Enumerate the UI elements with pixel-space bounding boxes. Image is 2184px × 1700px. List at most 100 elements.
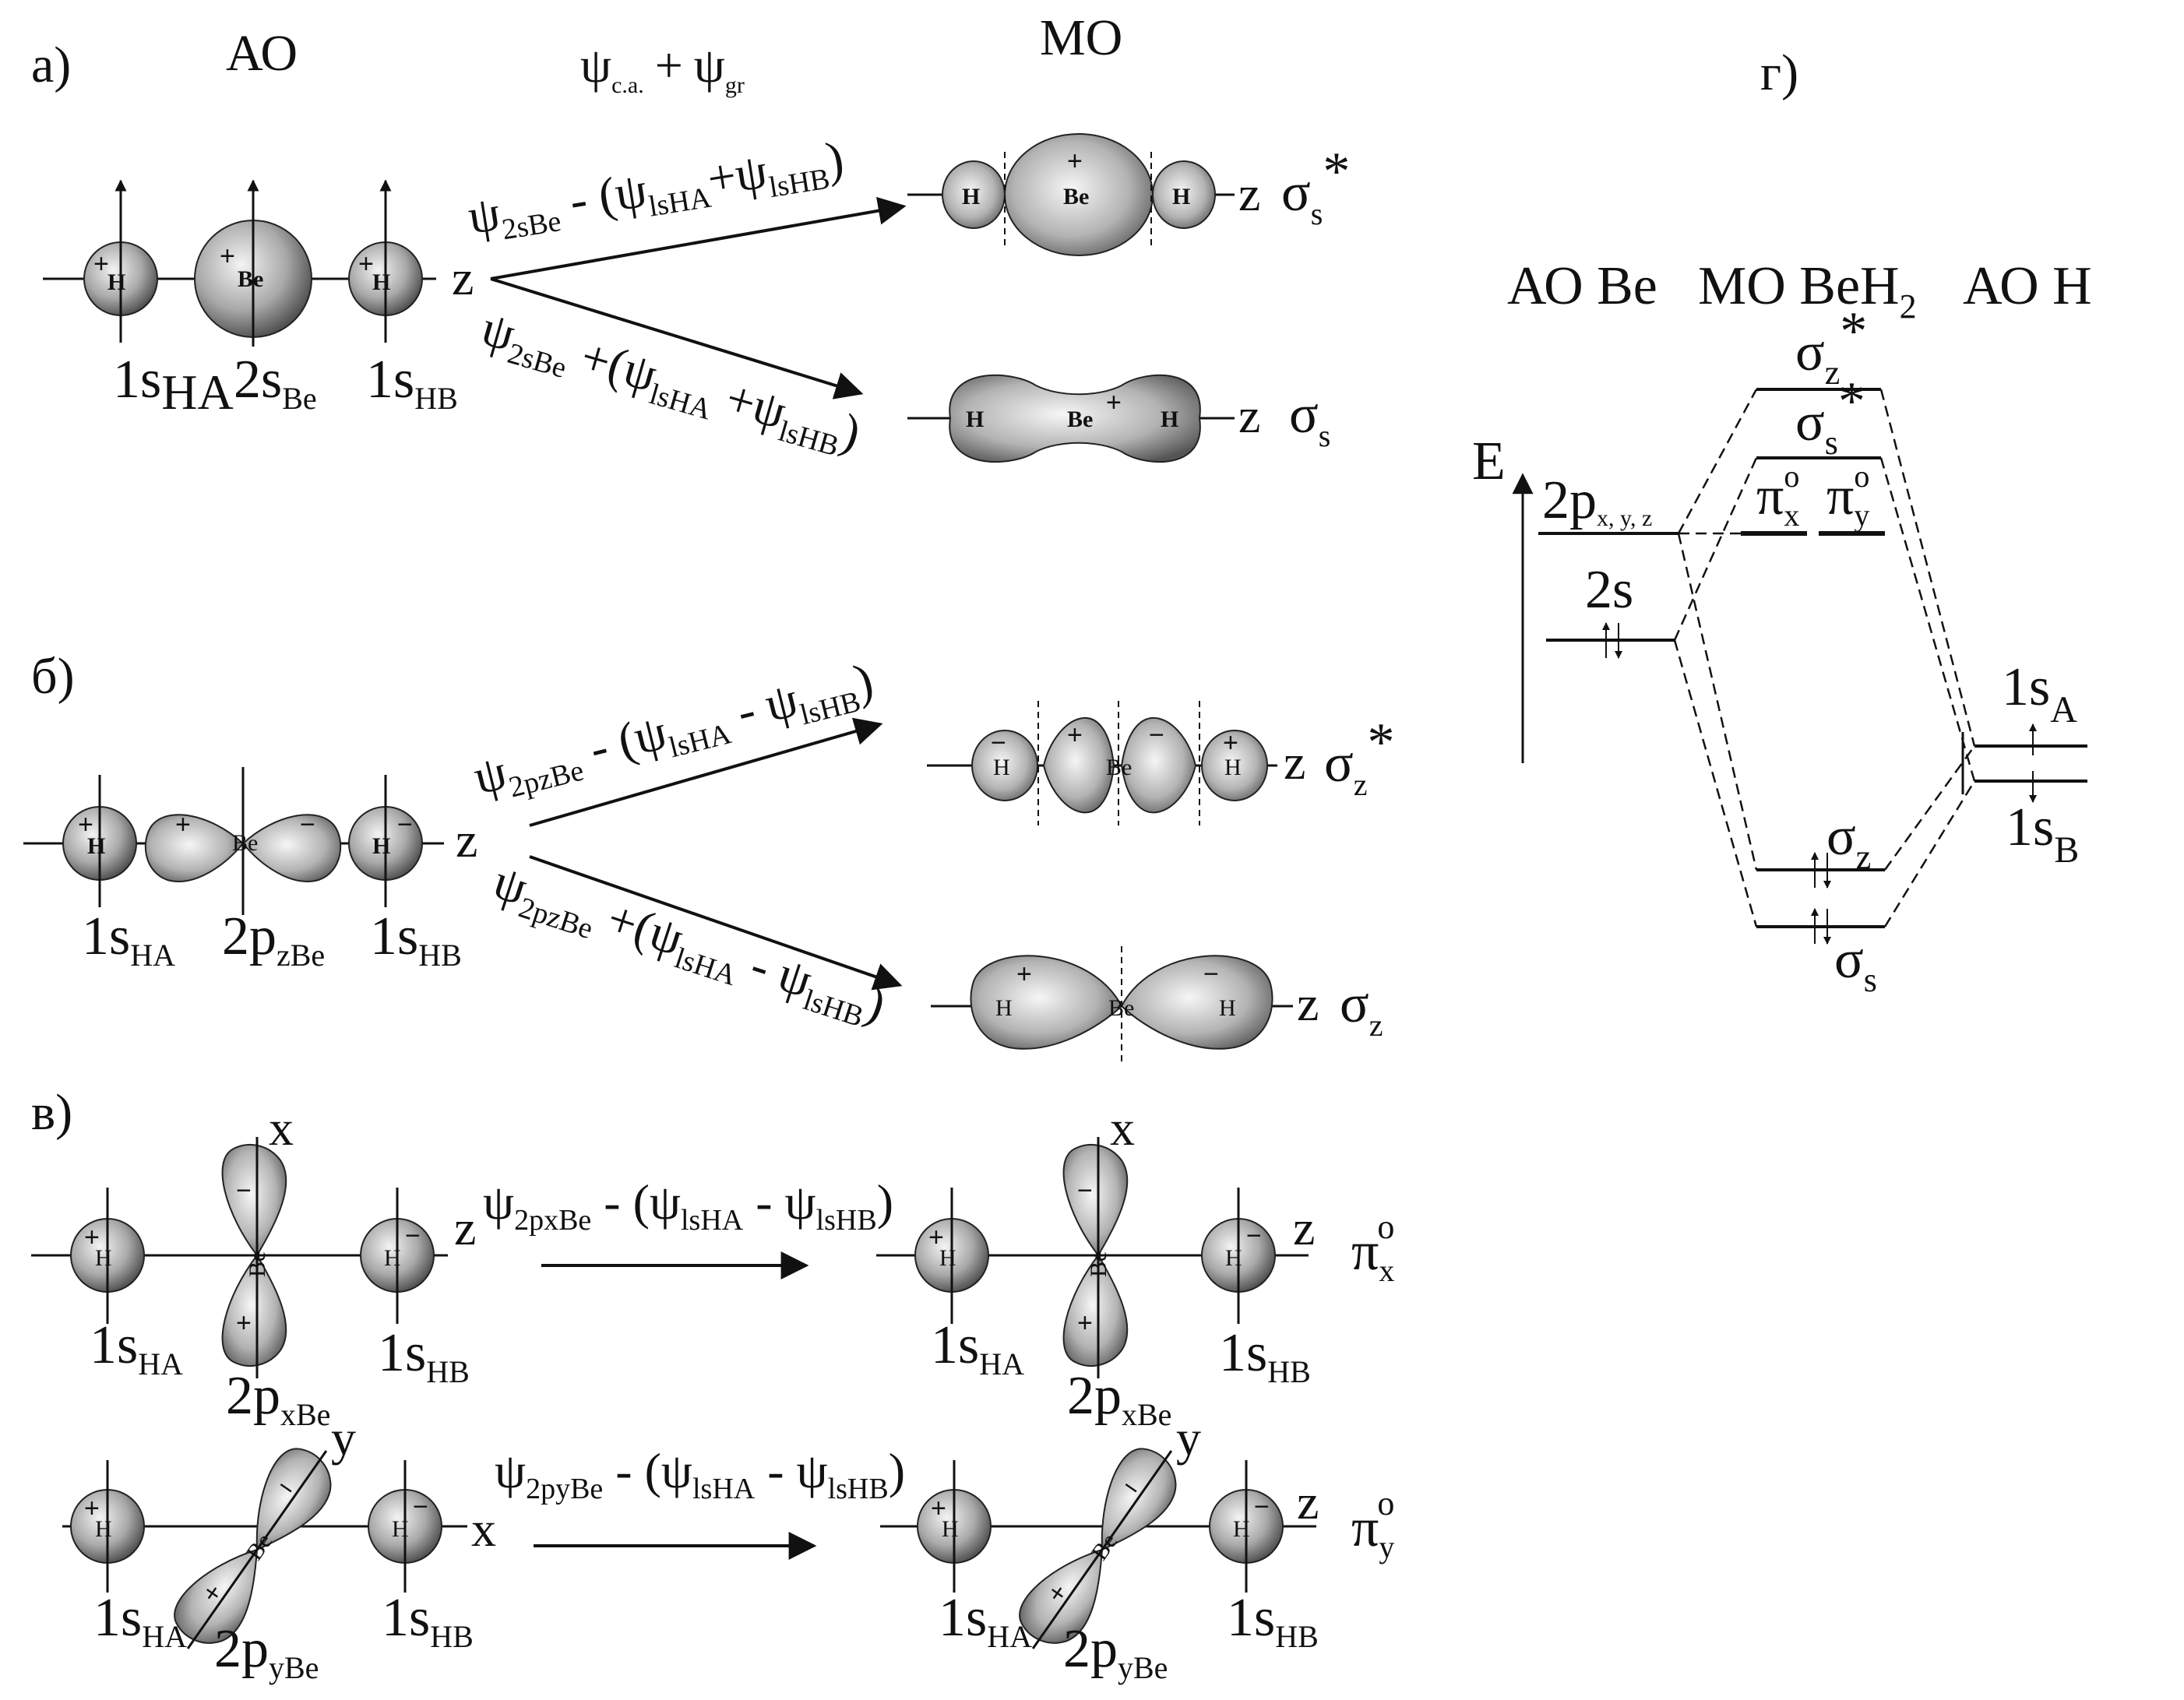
svg-text:+: + — [220, 241, 235, 271]
svg-text:H: H — [1225, 1245, 1242, 1271]
svg-text:z: z — [1238, 388, 1260, 443]
panel-b-letter: б) — [31, 648, 75, 705]
label-be-2s: 2s — [1585, 560, 1633, 620]
svg-text:+: + — [928, 1223, 944, 1252]
svg-text:Be: Be — [1063, 184, 1089, 209]
svg-text:+: + — [1223, 728, 1238, 758]
label-1s-hb: 1sHB — [366, 350, 458, 416]
mo-sigma-s-shape: H Be + H z — [907, 374, 1260, 463]
mo-sigma-s-star-shape: + H Be H z — [907, 133, 1260, 256]
svg-text:−: − — [413, 1492, 428, 1522]
svg-text:H: H — [95, 1516, 112, 1542]
svg-text:H: H — [107, 269, 125, 295]
svg-text:+: + — [84, 1494, 100, 1523]
svg-text:z: z — [454, 1200, 476, 1255]
label-b-1s-ha: 1sHA — [82, 906, 175, 973]
ao-header: АО — [226, 25, 298, 82]
svg-text:z: z — [1238, 166, 1260, 221]
svg-text:Be: Be — [1108, 995, 1134, 1021]
svg-text:+: + — [1067, 146, 1083, 176]
mo-label-sigma-s: σs — [1289, 385, 1330, 453]
svg-text:z: z — [1293, 1200, 1315, 1255]
panel-b: б) + H + − Be − H z 1sHA 2pzBe 1sHB — [23, 648, 1395, 1063]
label-sigma-z-star: σz* — [1795, 301, 1867, 392]
label-sigma-z: σz — [1826, 807, 1871, 876]
svg-text:Be: Be — [232, 830, 258, 856]
row2-right: + H − + Be y − H z — [880, 1410, 1319, 1649]
svg-text:y: y — [1176, 1410, 1201, 1466]
svg-text:−: − — [991, 728, 1006, 758]
panel-a-letter: а) — [31, 37, 71, 93]
svg-text:+: + — [1077, 1308, 1093, 1338]
row2-right-label-1s-ha: 1sHA — [939, 1588, 1032, 1654]
svg-text:H: H — [372, 833, 390, 859]
mo-sigma-z-shape: + − H Be H z — [931, 946, 1319, 1063]
label-1s-ha: 1sHA — [113, 350, 234, 420]
svg-text:−: − — [1246, 1221, 1262, 1251]
atom-ha: + H — [83, 179, 158, 343]
row2-label-1s-ha: 1sHA — [93, 1588, 187, 1654]
svg-text:H: H — [962, 184, 980, 209]
svg-text:x: x — [471, 1501, 496, 1557]
svg-text:H: H — [87, 833, 105, 859]
formula-a-lower: ψ2sBe +(ψlsHA +ψlsHB) — [474, 300, 867, 467]
svg-text:H: H — [995, 995, 1013, 1021]
row2-left: + H − + Be y − H x — [62, 1410, 496, 1649]
formula-v-row1: ψ2pxBe - (ψlsHA - ψlsHB) — [483, 1174, 893, 1237]
svg-text:z: z — [1284, 734, 1305, 790]
orbital-b-2pz: + − Be — [144, 767, 342, 915]
svg-text:−: − — [1203, 959, 1219, 989]
mo-label-sigma-z: σz — [1340, 974, 1383, 1043]
row2-right-label-2py: 2pyBe — [1063, 1619, 1168, 1685]
row1-label-1s-hb: 1sHB — [378, 1323, 470, 1389]
axis-b-z: z — [456, 812, 477, 868]
panel-a: а) АО МО ψc.a.+ψgr + H + Be + H — [31, 9, 1350, 467]
svg-text:−: − — [300, 810, 315, 839]
svg-text:+: + — [1016, 959, 1032, 989]
row2-right-label-1s-hb: 1sHB — [1227, 1588, 1319, 1654]
mo-label-sigma-z-star: σz* — [1324, 713, 1395, 802]
row1-right: + H − + Be x − H z — [876, 1100, 1315, 1378]
panel-v-letter: в) — [31, 1084, 72, 1141]
atom-b-hb: − H — [348, 775, 423, 907]
mo-sigma-z-star-shape: − + − + H Be H z — [927, 701, 1305, 825]
svg-text:H: H — [993, 755, 1010, 780]
arrow-a-down — [490, 277, 864, 399]
arrow-b-down — [529, 855, 903, 991]
svg-text:−: − — [1254, 1492, 1270, 1522]
svg-text:+: + — [93, 249, 109, 279]
svg-text:z: z — [1297, 1474, 1319, 1529]
svg-text:H: H — [384, 1245, 401, 1271]
svg-text:+: + — [84, 1223, 100, 1252]
svg-text:H: H — [95, 1245, 112, 1271]
row1-left: + H − + Be x − H z — [31, 1100, 476, 1378]
svg-text:H: H — [942, 1516, 959, 1542]
mo-label-pi-x: πxo — [1351, 1208, 1394, 1288]
row1-right-label-1s-hb: 1sHB — [1219, 1323, 1311, 1389]
col-mo: МО BeH2 — [1698, 256, 1917, 326]
svg-text:H: H — [939, 1245, 956, 1271]
svg-text:−: − — [397, 810, 413, 839]
label-h-1sA: 1sA — [2002, 657, 2077, 730]
col-ao-be: АО Be — [1507, 256, 1657, 316]
axis-a-z: z — [452, 250, 474, 305]
label-b-2pz: 2pzBe — [222, 906, 325, 973]
col-ao-h: АО H — [1963, 256, 2092, 316]
label-sigma-s: σs — [1834, 930, 1877, 999]
label-be-2p: 2px, y, z — [1542, 470, 1652, 531]
svg-text:H: H — [1233, 1516, 1250, 1542]
panel-v: в) + H − + Be x − H z 1sHA 2pxBe 1sHB ψ2… — [31, 1084, 1394, 1685]
svg-text:+: + — [236, 1308, 252, 1338]
svg-text:Be: Be — [1067, 407, 1093, 432]
formula-b-upper: ψ2pzBe - (ψlsHA - ψlsHB) — [468, 653, 880, 812]
svg-text:−: − — [236, 1176, 252, 1205]
svg-text:z: z — [1297, 976, 1319, 1031]
svg-text:−: − — [1149, 720, 1164, 750]
label-h-1sB: 1sB — [2006, 797, 2079, 871]
svg-text:−: − — [1077, 1176, 1093, 1205]
svg-text:H: H — [372, 269, 390, 295]
row2-label-2py: 2pyBe — [214, 1619, 319, 1685]
row1-label-1s-ha: 1sHA — [90, 1315, 183, 1381]
svg-text:Be: Be — [1106, 755, 1132, 780]
